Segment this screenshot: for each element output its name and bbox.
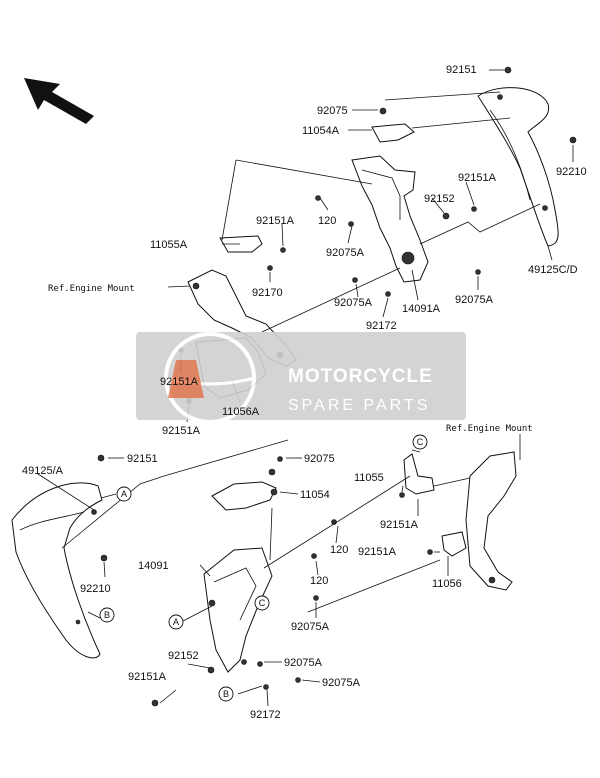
callout-c-bracket: C <box>254 595 270 611</box>
ref-engine-mount-label: Ref.Engine Mount <box>446 424 533 434</box>
callout-c-label: C <box>417 437 424 447</box>
callout-a-label: A <box>173 617 179 627</box>
part-label-92210: 92210 <box>556 166 587 178</box>
part-label-11056A: 11056A <box>222 406 260 418</box>
callout-c-mount: C <box>412 434 428 450</box>
part-label-120: 120 <box>310 575 328 587</box>
part-label-92151A: 92151A <box>160 376 199 388</box>
watermark-subtitle: SPARE PARTS <box>288 397 430 414</box>
part-label-92151A: 92151A <box>162 425 201 437</box>
part-label-92151A: 92151A <box>256 215 295 227</box>
part-label-11055A: 11055A <box>150 239 188 251</box>
part-label-92075A: 92075A <box>322 677 361 689</box>
part-label-11054A: 11054A <box>302 125 340 137</box>
part-label-92151: 92151 <box>446 64 477 76</box>
part-label-14091A: 14091A <box>402 303 441 315</box>
lower-assembly <box>11 451 517 707</box>
part-label-92075: 92075 <box>317 105 348 117</box>
part-label-92210: 92210 <box>80 583 111 595</box>
part-label-92172: 92172 <box>366 320 397 332</box>
part-label-92151A: 92151A <box>358 546 397 558</box>
part-label-92075A: 92075A <box>455 294 494 306</box>
part-label-11054: 11054 <box>300 489 330 501</box>
callout-b-top: B <box>99 607 115 623</box>
part-label-92152: 92152 <box>168 650 199 662</box>
part-label-92075A: 92075A <box>291 621 330 633</box>
part-label-92075A: 92075A <box>284 657 323 669</box>
part-label-92152: 92152 <box>424 193 455 205</box>
callout-b-bracket: B <box>218 686 234 702</box>
callout-a-bracket: A <box>168 614 184 630</box>
part-label-120: 120 <box>330 544 348 556</box>
part-label-92075A: 92075A <box>334 297 373 309</box>
part-label-14091: 14091 <box>138 560 169 572</box>
lower-leaders <box>37 434 521 707</box>
callout-b-label: B <box>223 689 229 699</box>
part-label-11056: 11056 <box>432 578 462 590</box>
part-label-92172: 92172 <box>250 709 281 721</box>
watermark: MOTORCYCLE SPARE PARTS <box>136 332 466 424</box>
watermark-title: MOTORCYCLE <box>288 366 433 387</box>
part-label-120: 120 <box>318 215 336 227</box>
part-label-49125-A: 49125/A <box>22 465 64 477</box>
callout-c-label: C <box>259 598 266 608</box>
part-label-92151A: 92151A <box>380 519 419 531</box>
part-label-92075: 92075 <box>304 453 335 465</box>
arrow-up-left-icon <box>24 78 94 124</box>
upper-leaders <box>167 69 574 423</box>
part-label-92170: 92170 <box>252 287 283 299</box>
part-label-92151A: 92151A <box>458 172 497 184</box>
callout-b-label: B <box>104 610 110 620</box>
part-label-92151A: 92151A <box>128 671 167 683</box>
part-label-49125C-D: 49125C/D <box>528 264 578 276</box>
part-label-92151: 92151 <box>127 453 158 465</box>
ref-engine-mount-label: Ref.Engine Mount <box>48 284 135 294</box>
part-label-11055: 11055 <box>354 472 384 484</box>
callout-a-label: A <box>121 489 127 499</box>
callout-a-top: A <box>116 486 132 502</box>
part-label-92075A: 92075A <box>326 247 365 259</box>
